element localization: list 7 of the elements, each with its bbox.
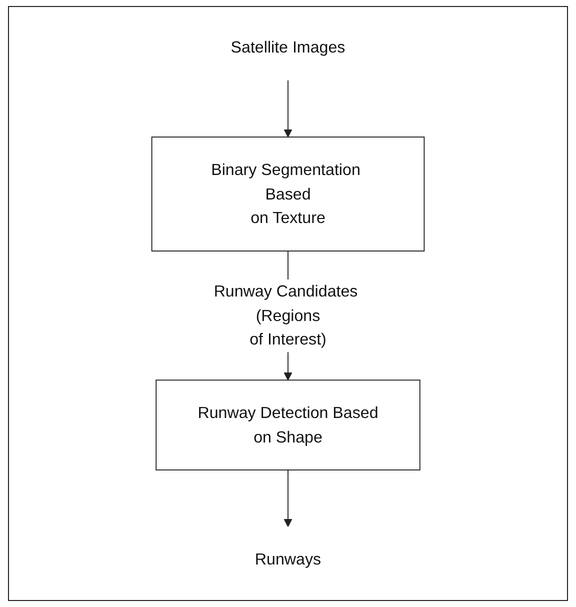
arrow [284,80,292,138]
arrow [284,469,292,528]
edge-label: Runway Candidates (Regions of Interest) [214,282,358,348]
node-box: Binary Segmentation Based on Texture [151,136,425,252]
node-text: Runways [254,550,322,568]
node-box: Runway Detection Based on Shape [156,380,420,470]
node-text: Satellite Images [230,38,346,56]
